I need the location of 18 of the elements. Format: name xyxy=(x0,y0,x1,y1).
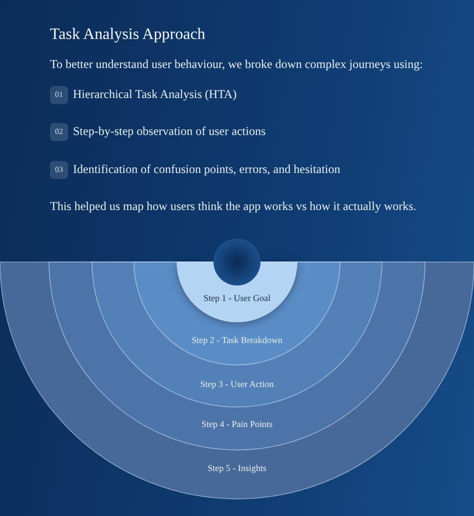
intro-text: To better understand user behaviour, we broke down complex journeys using: xyxy=(50,57,423,72)
semicircle-band xyxy=(134,262,340,365)
semicircle-band xyxy=(92,262,382,407)
list-item-text: Hierarchical Task Analysis (HTA) xyxy=(73,87,237,102)
semicircle-band xyxy=(49,262,425,450)
number-badge: 01 xyxy=(50,86,68,104)
summary-text: This helped us map how users think the app works vs how it actually works. xyxy=(50,199,416,214)
number-badge: 03 xyxy=(50,161,68,179)
band-label: Step 1 - User Goal xyxy=(202,293,272,303)
band-label: Step 4 - Pain Points xyxy=(200,419,274,429)
band-label: Step 2 - Task Breakdown xyxy=(190,335,284,345)
list-item-text: Identification of confusion points, errors, and hesitation xyxy=(73,162,340,177)
semicircle-band xyxy=(0,262,474,499)
band-label: Step 3 - User Action xyxy=(199,379,275,389)
title: Task Analysis Approach xyxy=(50,26,206,44)
list-item-text: Step-by-step observation of user actions xyxy=(73,124,266,139)
number-badge: 02 xyxy=(50,123,68,141)
band-label: Step 5 - Insights xyxy=(206,463,268,473)
